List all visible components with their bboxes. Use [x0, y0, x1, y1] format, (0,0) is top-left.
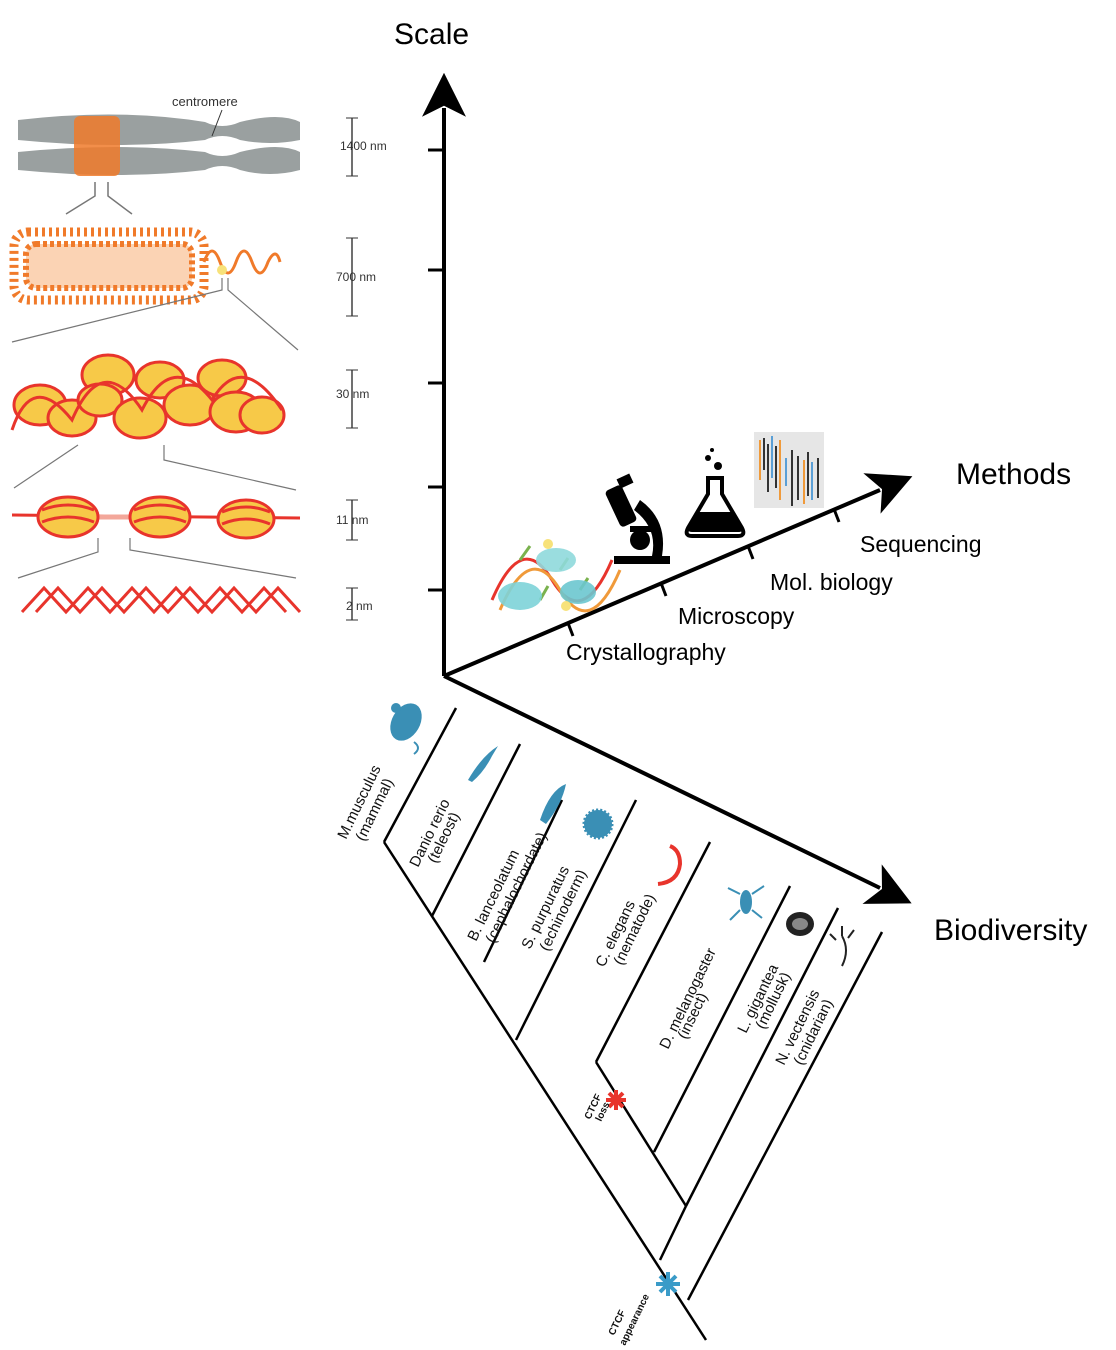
microscope-icon [605, 473, 670, 564]
sea-anemone-icon [829, 926, 855, 967]
main-axes: Scale Methods Biodiversity [394, 18, 1087, 947]
biodiversity-axis-title: Biodiversity [934, 914, 1087, 947]
scale-label-30: 30 nm [336, 387, 369, 401]
scale-label-700: 700 nm [336, 270, 376, 284]
mouse-icon [390, 703, 422, 755]
scale-label-1400: 1400 nm [340, 139, 387, 153]
zebrafish-icon [468, 746, 498, 782]
scale-label-11: 11 nm [336, 513, 368, 527]
species-labels: M.musculus (mammal) Danio rerio (teleost… [334, 762, 836, 1067]
ctcf-loss-marker: CTCF loss [583, 1090, 626, 1123]
sea-urchin-icon [582, 808, 614, 840]
method-label-crystallography: Crystallography [566, 639, 726, 665]
methods-axis-title: Methods [956, 458, 1071, 491]
ctcf-appearance-marker: CTCF appearance [607, 1272, 680, 1347]
fruit-fly-icon [727, 885, 765, 921]
scale-axis-title: Scale [394, 18, 469, 51]
methods-labels: Crystallography Microscopy Mol. biology … [566, 531, 982, 665]
centromere-label: centromere [172, 94, 238, 109]
method-label-sequencing: Sequencing [860, 531, 982, 557]
sequencing-reads-icon [754, 432, 824, 508]
dna-helix-illustration [20, 585, 302, 615]
chromosome-illustration: centromere [18, 94, 300, 176]
11nm-nucleosome-illustration [11, 495, 301, 540]
phylogenetic-tree [382, 707, 884, 1341]
scale-bars: 1400 nm 700 nm 30 nm 11 nm 2 nm [336, 117, 387, 621]
limpet-icon [786, 912, 814, 936]
method-label-mol-biology: Mol. biology [770, 569, 893, 595]
biodiversity-axis [443, 674, 912, 904]
nematode-icon [657, 844, 683, 886]
30nm-fiber-illustration [10, 353, 286, 440]
species-icons [390, 703, 855, 967]
scale-label-2: 2 nm [346, 599, 373, 613]
protein-dna-structure-icon [490, 539, 622, 613]
chromatin-fiber-illustration [9, 227, 282, 305]
lancelet-icon [540, 784, 566, 824]
flask-icon [684, 448, 746, 538]
method-label-microscopy: Microscopy [678, 603, 795, 629]
chromatin-hierarchy-panel: centromere [9, 94, 387, 621]
